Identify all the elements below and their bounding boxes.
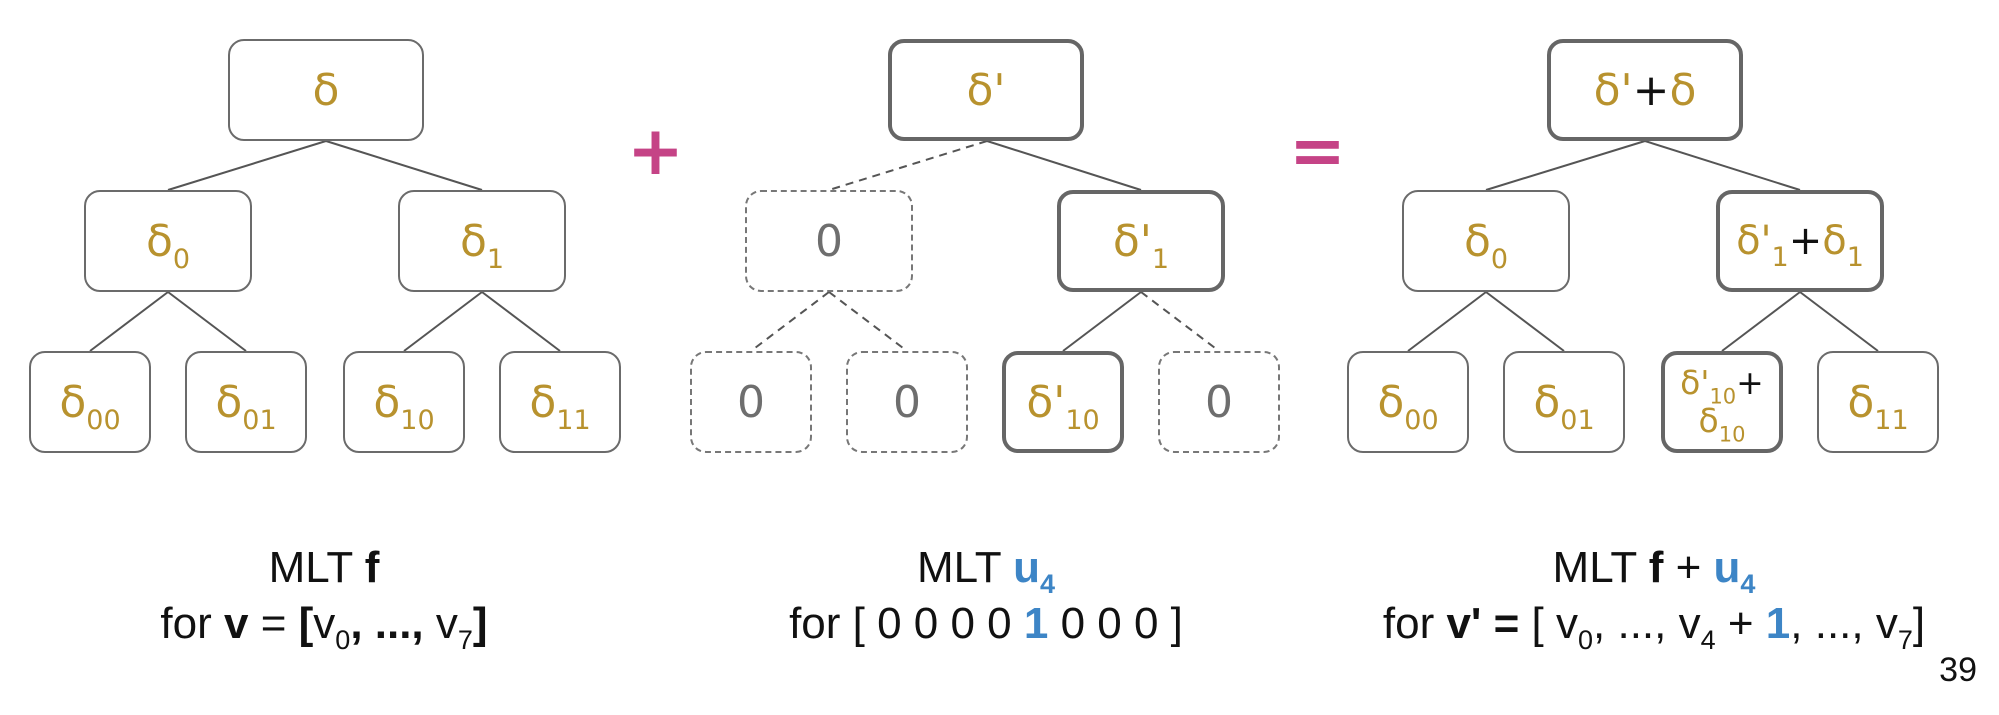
caption-u4: MLT u4 for [ 0 0 0 0 1 0 0 0 ]: [789, 543, 1183, 648]
caption-sum: MLT f + u4 for v' = [ v0, ..., v4 + 1, .…: [1382, 543, 1926, 655]
f-leaf-10: δ10: [343, 351, 465, 453]
f-left-node: δ0: [84, 190, 252, 292]
f-right-node: δ1: [398, 190, 566, 292]
f-left-label: δ0: [145, 215, 191, 275]
u4-leaf-10: δ'10: [1002, 351, 1124, 453]
f-leaf-11: δ11: [499, 351, 621, 453]
sum-leaf-11: δ11: [1817, 351, 1939, 453]
sum-left-node: δ0: [1402, 190, 1570, 292]
u4-right-node: δ'1: [1057, 190, 1225, 292]
u4-leaf-11: 0: [1158, 351, 1280, 453]
f-leaf-01: δ01: [185, 351, 307, 453]
u4-left-node: 0: [745, 190, 913, 292]
equals-operator: =: [1289, 112, 1346, 191]
page-number: 39: [1939, 651, 1977, 689]
sum-leaf-00: δ00: [1347, 351, 1469, 453]
plus-operator: +: [627, 112, 684, 191]
sum-root-node: δ'+δ: [1547, 39, 1743, 141]
sum-leaf-10: δ'10+ δ10: [1661, 351, 1783, 453]
u4-leaf-01: 0: [846, 351, 968, 453]
f-right-label: δ1: [459, 215, 505, 275]
caption-f: MLT f for v = [v0, ..., v7]: [160, 543, 488, 655]
u4-root-node: δ': [888, 39, 1084, 141]
f-root-label: δ: [312, 64, 340, 116]
u4-root-label: δ': [966, 64, 1006, 116]
u4-leaf-00: 0: [690, 351, 812, 453]
f-root-node: δ: [228, 39, 424, 141]
f-leaf-00: δ00: [29, 351, 151, 453]
sum-leaf-01: δ01: [1503, 351, 1625, 453]
sum-right-node: δ'1+δ1: [1716, 190, 1884, 292]
